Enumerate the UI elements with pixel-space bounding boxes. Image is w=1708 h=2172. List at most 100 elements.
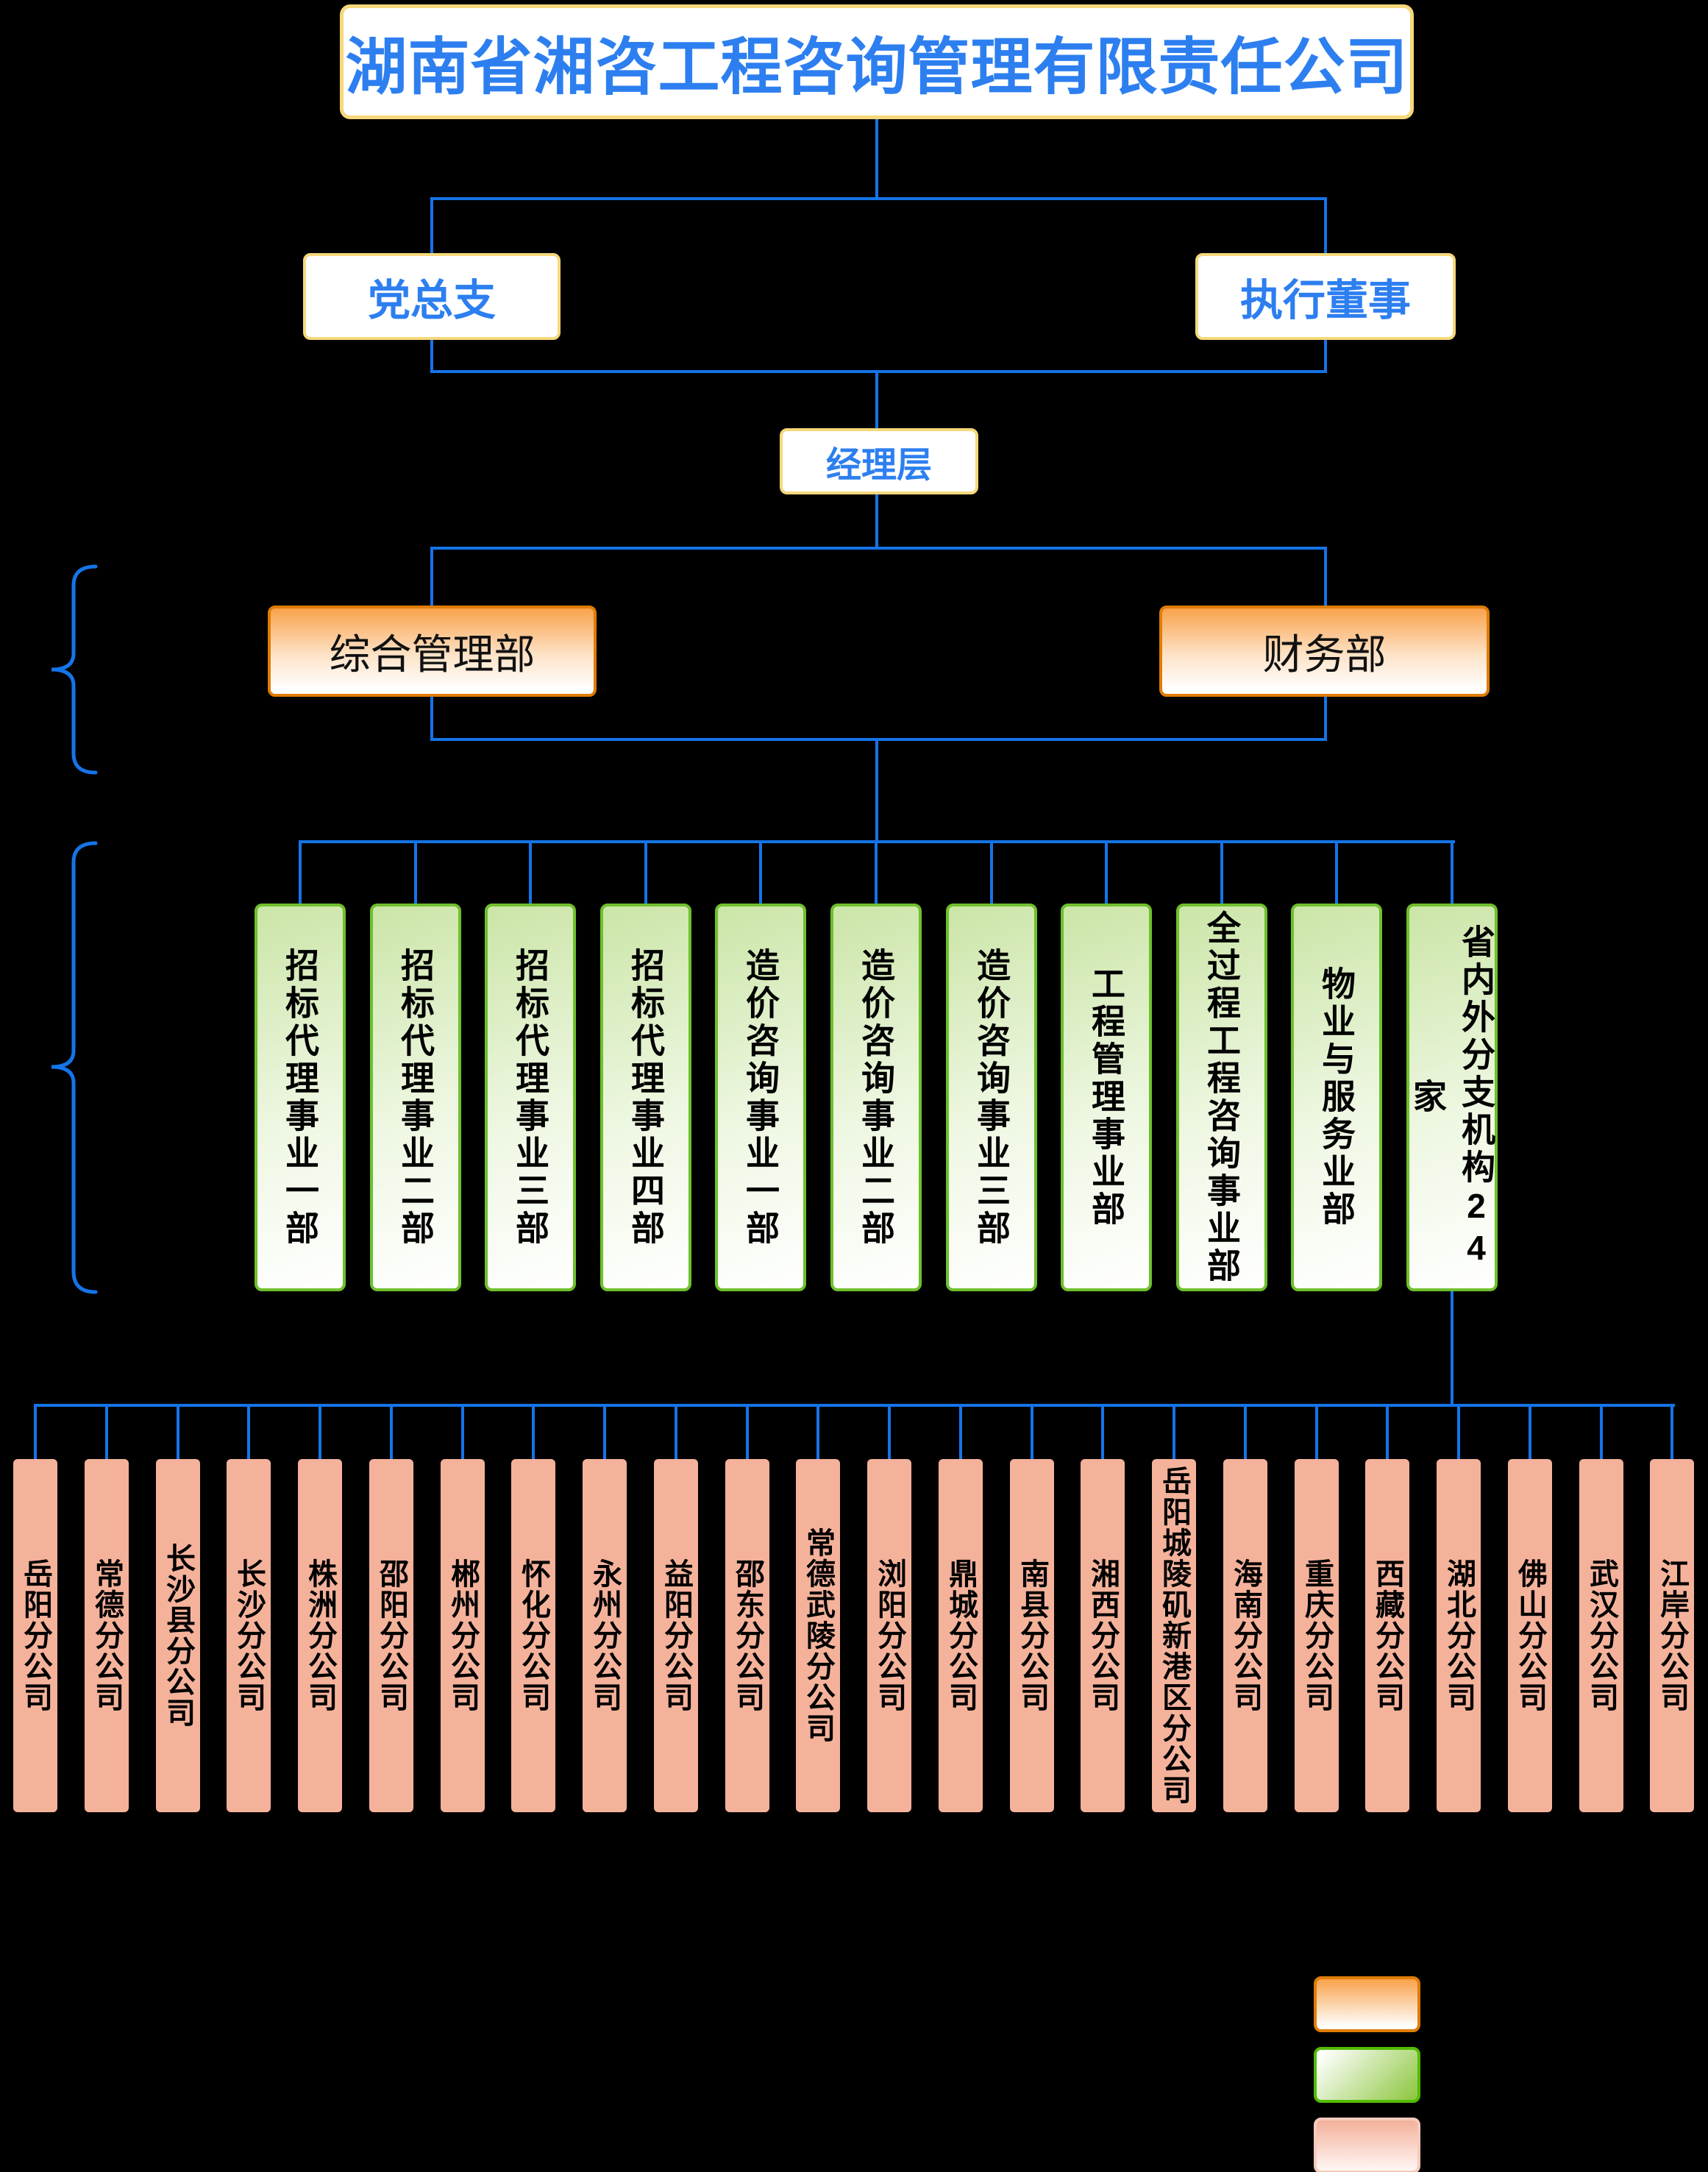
branch-company-box: 岳阳分公司 — [13, 1459, 57, 1812]
business-unit-box: 全过程工程咨询事业部 — [1176, 904, 1267, 1291]
connector — [247, 1405, 251, 1461]
connector — [1670, 1405, 1674, 1461]
branch-company-box: 海南分公司 — [1223, 1459, 1267, 1812]
connector — [1220, 842, 1223, 905]
connector — [1324, 547, 1327, 608]
connector — [1599, 1405, 1603, 1461]
branch-company-label: 邵东分公司 — [731, 1558, 764, 1713]
finance-dept-box: 财务部 — [1159, 606, 1490, 697]
party-branch-label: 党总支 — [367, 277, 496, 324]
branch-company-box: 西藏分公司 — [1365, 1459, 1409, 1812]
branch-company-box: 浏阳分公司 — [867, 1459, 911, 1812]
connector — [1324, 694, 1327, 739]
finance-dept-label: 财务部 — [1262, 631, 1387, 678]
branch-company-box: 株洲分公司 — [298, 1459, 342, 1812]
general-management-dept-box: 综合管理部 — [268, 606, 597, 697]
connector — [430, 197, 1327, 200]
branch-company-label: 江岸分公司 — [1656, 1558, 1688, 1713]
business-unit-box: 省内外分支机构24家 — [1406, 904, 1498, 1291]
connector — [1173, 1405, 1175, 1461]
connector — [875, 842, 878, 905]
branch-company-box: 鼎城分公司 — [939, 1459, 983, 1812]
branch-company-label: 怀化分公司 — [517, 1558, 549, 1713]
branch-company-box: 郴州分公司 — [441, 1459, 485, 1812]
connector — [34, 1405, 37, 1461]
branch-company-label: 湖北分公司 — [1442, 1558, 1475, 1713]
connector — [1101, 1405, 1105, 1461]
connector — [1335, 842, 1339, 905]
executive-director-label: 执行董事 — [1239, 277, 1411, 324]
connector — [875, 118, 878, 200]
branch-company-label: 常德分公司 — [90, 1558, 123, 1713]
business-unit-box: 招标代理事业二部 — [370, 904, 461, 1291]
business-unit-label: 招标代理事业二部 — [396, 947, 435, 1248]
connector — [319, 1405, 321, 1461]
business-unit-label: 全过程工程咨询事业部 — [1203, 909, 1241, 1285]
company-title-box: 湖南省湘咨工程咨询管理有限责任公司 — [340, 4, 1414, 119]
branch-company-label: 佛山分公司 — [1514, 1558, 1546, 1713]
connector — [816, 1405, 820, 1461]
connector — [888, 1405, 891, 1461]
connector — [176, 1405, 179, 1461]
branch-company-label: 武汉分公司 — [1585, 1558, 1618, 1713]
connector — [1457, 1405, 1460, 1461]
branch-company-box: 湖北分公司 — [1437, 1459, 1481, 1812]
branch-company-label: 常德武陵分公司 — [802, 1527, 834, 1744]
connector — [1451, 842, 1453, 905]
connector — [460, 1405, 464, 1461]
management-layer-label: 经理层 — [825, 446, 932, 485]
connector — [529, 842, 533, 905]
business-unit-label: 省内外分支机构24家 — [1409, 924, 1495, 1271]
connector — [875, 738, 878, 843]
business-unit-label: 招标代理事业一部 — [281, 947, 319, 1248]
business-unit-label: 物业与服务业部 — [1317, 966, 1356, 1229]
connector — [603, 1405, 606, 1461]
branch-company-label: 长沙分公司 — [232, 1558, 265, 1713]
business-unit-box: 工程管理事业部 — [1061, 904, 1152, 1291]
connector — [430, 694, 433, 739]
branch-company-box: 江岸分公司 — [1650, 1459, 1694, 1812]
management-layer-box: 经理层 — [780, 428, 978, 494]
connector — [430, 547, 433, 608]
business-unit-box: 招标代理事业四部 — [600, 904, 691, 1291]
business-unit-label: 造价咨询事业一部 — [741, 947, 780, 1248]
branch-company-box: 长沙县分公司 — [156, 1459, 200, 1812]
branch-company-label: 湘西分公司 — [1086, 1558, 1119, 1713]
branch-company-box: 南县分公司 — [1010, 1459, 1054, 1812]
branch-company-label: 邵阳分公司 — [375, 1558, 408, 1713]
branch-company-box: 长沙分公司 — [227, 1459, 271, 1812]
business-unit-label: 工程管理事业部 — [1087, 966, 1125, 1229]
business-unit-label: 招标代理事业四部 — [627, 947, 665, 1248]
connector — [104, 1405, 108, 1461]
branch-company-label: 重庆分公司 — [1300, 1558, 1333, 1713]
connector — [674, 1405, 677, 1461]
connector — [1451, 1290, 1453, 1407]
branch-company-box: 常德武陵分公司 — [796, 1459, 840, 1812]
connector — [430, 197, 433, 256]
business-unit-box: 造价咨询事业二部 — [830, 904, 922, 1291]
branch-company-box: 岳阳城陵矶新港区分公司 — [1152, 1459, 1196, 1812]
executive-director-box: 执行董事 — [1195, 253, 1456, 340]
connector — [1324, 337, 1327, 373]
branch-company-label: 鼎城分公司 — [944, 1558, 977, 1713]
brace-business-level — [51, 841, 98, 1294]
business-unit-label: 招标代理事业三部 — [511, 947, 549, 1248]
connector — [875, 370, 878, 430]
connector — [989, 842, 993, 905]
connector — [1105, 842, 1109, 905]
branch-company-label: 永州分公司 — [588, 1558, 621, 1713]
connector — [430, 337, 433, 373]
branch-company-box: 湘西分公司 — [1081, 1459, 1125, 1812]
connector — [1386, 1405, 1389, 1461]
branch-company-box: 怀化分公司 — [511, 1459, 555, 1812]
connector — [759, 842, 763, 905]
legend-functional-department-swatch — [1314, 1976, 1420, 2032]
connector — [958, 1405, 962, 1461]
connector — [745, 1405, 749, 1461]
connector — [875, 493, 878, 548]
business-unit-label: 造价咨询事业三部 — [972, 947, 1011, 1248]
branch-company-box: 益阳分公司 — [654, 1459, 698, 1812]
connector — [34, 1404, 1675, 1407]
branch-company-box: 邵东分公司 — [725, 1459, 769, 1812]
